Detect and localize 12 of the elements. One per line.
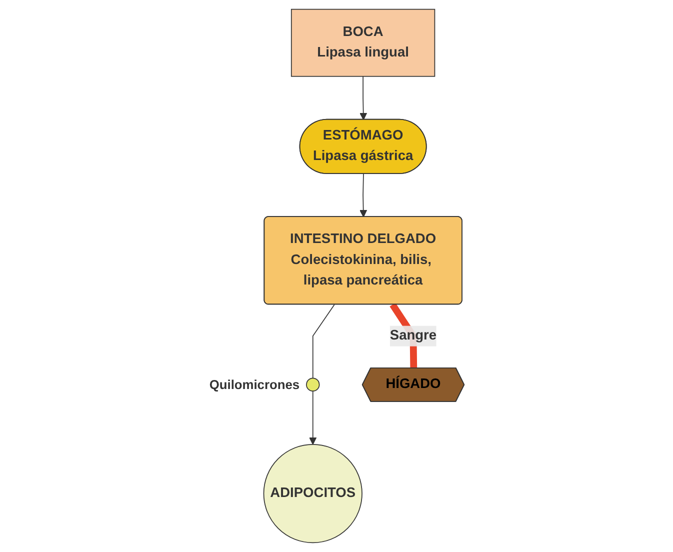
node-caption: Quilomicrones: [209, 376, 300, 392]
process-node: BOCA Lipasa lingual: [290, 8, 435, 77]
arrow: [359, 76, 367, 120]
arrow: [359, 174, 367, 218]
arrow: [308, 390, 316, 445]
circle-node: [306, 378, 320, 392]
process-node: ESTÓMAGO Lipasa gástrica: [299, 118, 427, 174]
process-node: ADIPOCITOS: [263, 444, 362, 544]
process-node: HÍGADO: [362, 367, 464, 402]
process-node: INTESTINO DELGADO Colecistokinina, bilis, lipasa pancreática: [264, 216, 462, 305]
diagram: Sangre BOCA Lipasa lingual ESTÓMAGO Lipasa gástrica INTESTINO DELGADO Colecistokinina, bilis, lipasa pancreática Quilomicrones ADIPOCITOS HÍGADO: [204, 5, 468, 547]
edge-label: Sangre: [390, 328, 436, 343]
